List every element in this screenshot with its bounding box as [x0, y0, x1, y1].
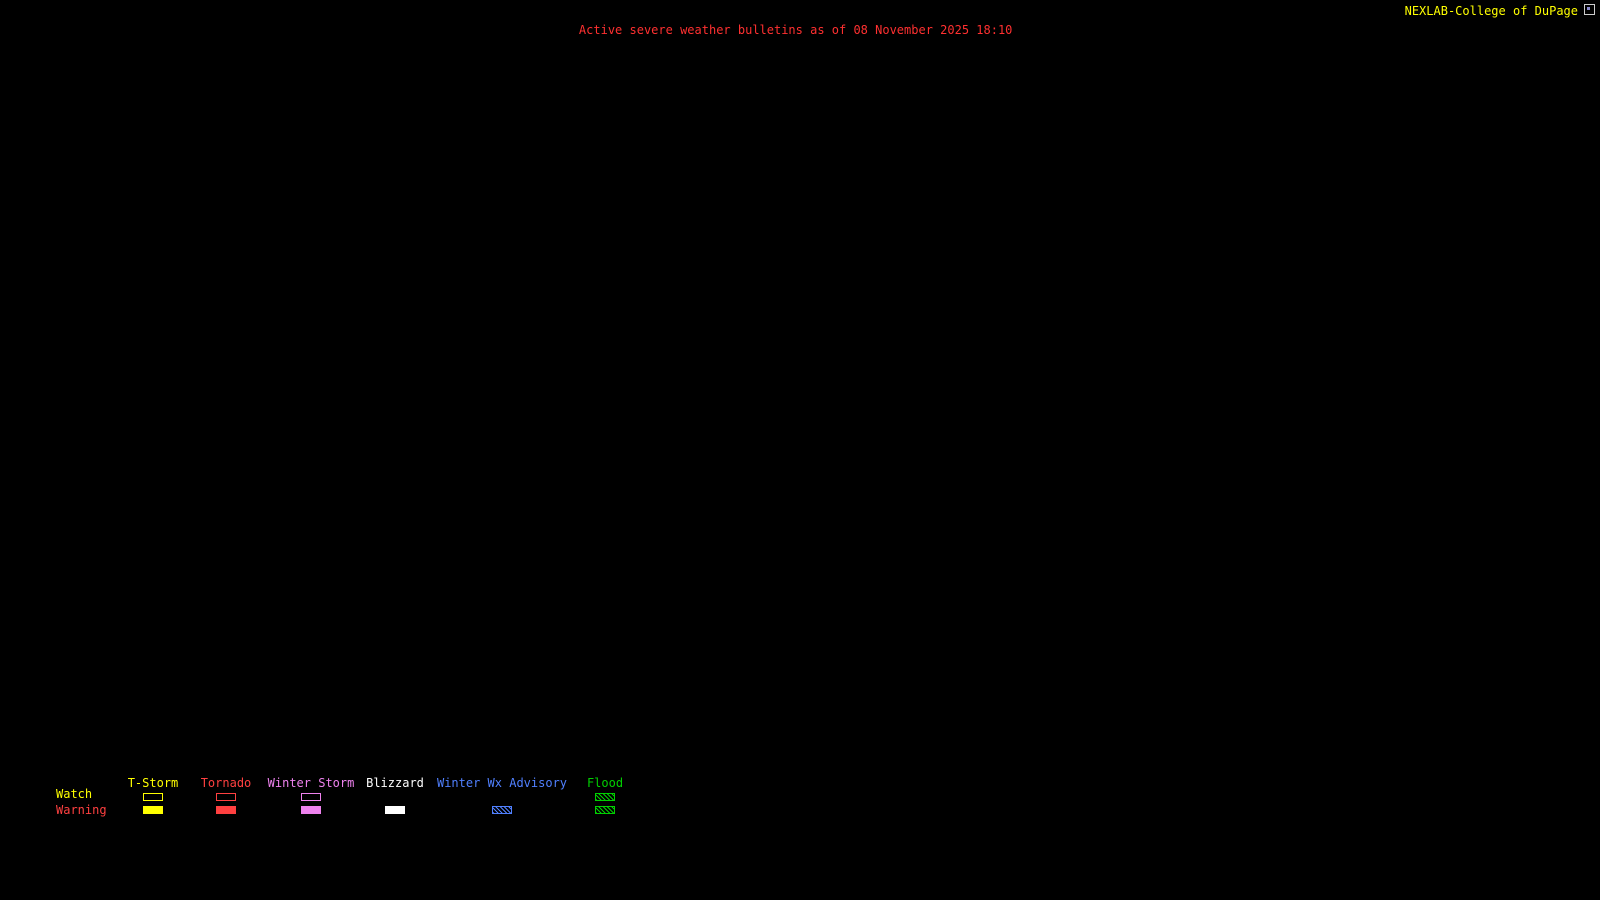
map-title: Active severe weather bulletins as of 08… — [578, 23, 1013, 37]
legend-column-flood: Flood — [535, 776, 675, 816]
legend-label-blizzard: Blizzard — [366, 776, 424, 790]
site-attribution-label: NEXLAB-College of DuPage — [1404, 4, 1578, 18]
blizzard-warning-swatch — [385, 805, 405, 814]
legend-label-tornado: Tornado — [200, 776, 252, 790]
legend-row-label-warning: Warning — [56, 803, 107, 817]
legend-column-tstorm: T-Storm — [83, 776, 223, 816]
legend-column-winter-wx-advisory: Winter Wx Advisory — [432, 776, 572, 816]
legend-label-tstorm: T-Storm — [127, 776, 179, 790]
legend-column-blizzard: Blizzard — [325, 776, 465, 816]
tornado-warning-swatch — [216, 805, 236, 814]
legend-column-winter-storm: Winter Storm — [241, 776, 381, 816]
winter-storm-warning-swatch — [301, 805, 321, 814]
tstorm-watch-swatch — [143, 792, 163, 801]
tornado-watch-swatch — [216, 792, 236, 801]
flood-warning-swatch — [595, 805, 615, 814]
winter-wx-advisory-warning-swatch — [492, 805, 512, 814]
legend-label-winter-wx-advisory: Winter Wx Advisory — [436, 776, 568, 790]
legend-row-label-watch: Watch — [56, 787, 93, 801]
legend-column-tornado: Tornado — [156, 776, 296, 816]
legend: Watch Warning T-Storm Tornado Winter Sto… — [0, 776, 700, 822]
winter-storm-watch-swatch — [301, 792, 321, 801]
tstorm-warning-swatch — [143, 805, 163, 814]
favicon-icon — [1584, 4, 1595, 15]
legend-label-winter-storm: Winter Storm — [267, 776, 355, 790]
legend-label-flood: Flood — [586, 776, 624, 790]
flood-watch-swatch — [595, 792, 615, 801]
